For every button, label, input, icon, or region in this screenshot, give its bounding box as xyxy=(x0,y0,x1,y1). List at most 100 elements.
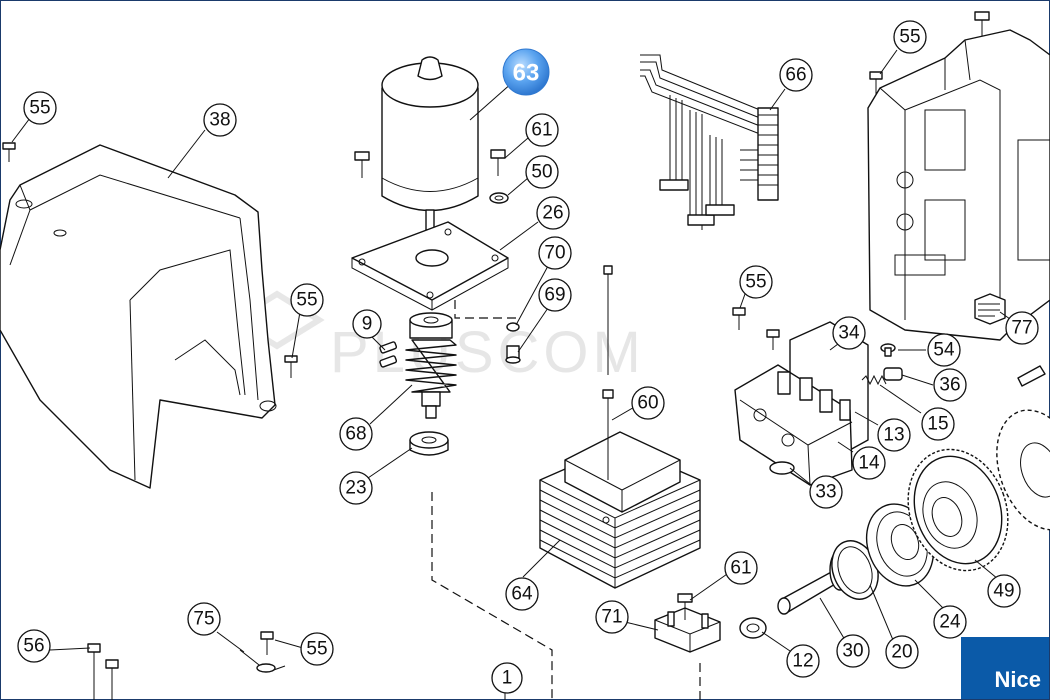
callout-38[interactable]: 38 xyxy=(203,103,237,137)
svg-text:34: 34 xyxy=(838,323,860,344)
callout-33[interactable]: 33 xyxy=(809,475,843,509)
callout-30[interactable]: 30 xyxy=(836,634,870,668)
svg-text:13: 13 xyxy=(883,425,904,446)
washer-70 xyxy=(506,322,520,332)
callout-55-b[interactable]: 55 xyxy=(290,283,324,317)
callout-75[interactable]: 75 xyxy=(187,602,221,636)
screw-54 xyxy=(880,343,896,357)
part-board-34 xyxy=(734,321,869,486)
callout-69[interactable]: 69 xyxy=(538,278,572,312)
callout-26[interactable]: 26 xyxy=(536,196,570,230)
svg-text:56: 56 xyxy=(23,636,44,657)
callout-12[interactable]: 12 xyxy=(786,644,820,678)
screw-55-board2 xyxy=(766,329,780,350)
callout-64[interactable]: 64 xyxy=(505,577,539,611)
svg-text:70: 70 xyxy=(544,243,565,264)
callout-55-d[interactable]: 55 xyxy=(739,265,773,299)
callout-50[interactable]: 50 xyxy=(525,155,559,189)
callout-55-e[interactable]: 55 xyxy=(300,632,334,666)
callout-54[interactable]: 54 xyxy=(927,333,961,367)
bearing-23 xyxy=(409,431,449,456)
svg-text:23: 23 xyxy=(345,478,366,499)
callout-61-b[interactable]: 61 xyxy=(724,551,758,585)
callout-60[interactable]: 60 xyxy=(631,386,665,420)
part-plate-26 xyxy=(351,221,509,311)
callout-14[interactable]: 14 xyxy=(852,446,886,480)
svg-text:38: 38 xyxy=(209,110,230,131)
bolts-56 xyxy=(87,643,119,700)
part-rectifier-71 xyxy=(654,607,721,653)
screw-61-motor-right xyxy=(490,149,506,176)
svg-text:60: 60 xyxy=(637,393,658,414)
callout-61-a[interactable]: 61 xyxy=(525,113,559,147)
gear-49 xyxy=(907,448,1009,572)
callout-20[interactable]: 20 xyxy=(885,635,919,669)
screw-61-motor-left xyxy=(354,151,370,178)
svg-text:75: 75 xyxy=(193,609,214,630)
svg-text:49: 49 xyxy=(993,581,1014,602)
callout-36[interactable]: 36 xyxy=(933,368,967,402)
screw-55-cover xyxy=(284,355,298,378)
svg-text:55: 55 xyxy=(745,272,766,293)
svg-text:1: 1 xyxy=(502,668,513,689)
part-cover-38 xyxy=(0,144,277,489)
svg-text:33: 33 xyxy=(815,482,836,503)
pins-9 xyxy=(379,341,398,368)
dashed-guide-bottom xyxy=(431,492,553,700)
label-77 xyxy=(974,293,1006,325)
callout-68[interactable]: 68 xyxy=(339,417,373,451)
callout-9[interactable]: 9 xyxy=(352,309,382,339)
screw-55-housing xyxy=(869,71,883,94)
washer-12 xyxy=(739,617,767,639)
svg-text:66: 66 xyxy=(785,65,806,86)
clip-75 xyxy=(239,649,286,673)
brand-logo-text: Nice xyxy=(994,667,1041,692)
callout-34[interactable]: 34 xyxy=(832,316,866,350)
svg-text:63: 63 xyxy=(513,60,540,87)
svg-text:12: 12 xyxy=(792,651,813,672)
part-motor-63 xyxy=(381,56,479,231)
svg-text:26: 26 xyxy=(542,203,563,224)
svg-text:54: 54 xyxy=(933,340,955,361)
screw-55-board xyxy=(732,307,746,330)
callout-1[interactable]: 1 xyxy=(491,662,523,694)
callout-71[interactable]: 71 xyxy=(595,600,629,634)
brand-logo-badge: Nice xyxy=(961,637,1049,699)
svg-text:71: 71 xyxy=(601,607,622,628)
svg-text:30: 30 xyxy=(842,641,863,662)
svg-text:55: 55 xyxy=(296,290,317,311)
svg-text:14: 14 xyxy=(858,453,880,474)
part-transformer-64 xyxy=(539,431,701,589)
screw-55-top xyxy=(974,11,990,36)
callout-66[interactable]: 66 xyxy=(779,58,813,92)
svg-text:64: 64 xyxy=(511,584,533,605)
callout-13[interactable]: 13 xyxy=(877,418,911,452)
leader-lines xyxy=(11,49,1011,700)
svg-text:61: 61 xyxy=(730,558,751,579)
screw-69 xyxy=(505,345,521,364)
screw-55-left xyxy=(2,142,16,162)
dashed-guide-motor xyxy=(454,300,520,319)
callout-63-highlighted[interactable]: 63 xyxy=(502,48,550,96)
screw-60 xyxy=(602,389,614,480)
callout-24[interactable]: 24 xyxy=(933,605,967,639)
callout-23[interactable]: 23 xyxy=(339,471,373,505)
callout-55-a[interactable]: 55 xyxy=(23,91,57,125)
svg-text:55: 55 xyxy=(306,639,327,660)
callout-15[interactable]: 15 xyxy=(921,407,955,441)
rod-spindle xyxy=(603,265,613,375)
screw-36 xyxy=(883,367,903,381)
callout-77[interactable]: 77 xyxy=(1005,311,1039,345)
callout-70[interactable]: 70 xyxy=(538,236,572,270)
spring-15 xyxy=(861,374,887,386)
part-gear-shaft-68 xyxy=(405,312,457,419)
svg-text:77: 77 xyxy=(1011,318,1032,339)
svg-text:69: 69 xyxy=(544,285,565,306)
callout-55-c[interactable]: 55 xyxy=(893,20,927,54)
svg-text:36: 36 xyxy=(939,375,960,396)
callout-56[interactable]: 56 xyxy=(17,629,51,663)
svg-text:9: 9 xyxy=(362,314,373,335)
callout-49[interactable]: 49 xyxy=(987,574,1021,608)
svg-text:24: 24 xyxy=(939,612,961,633)
